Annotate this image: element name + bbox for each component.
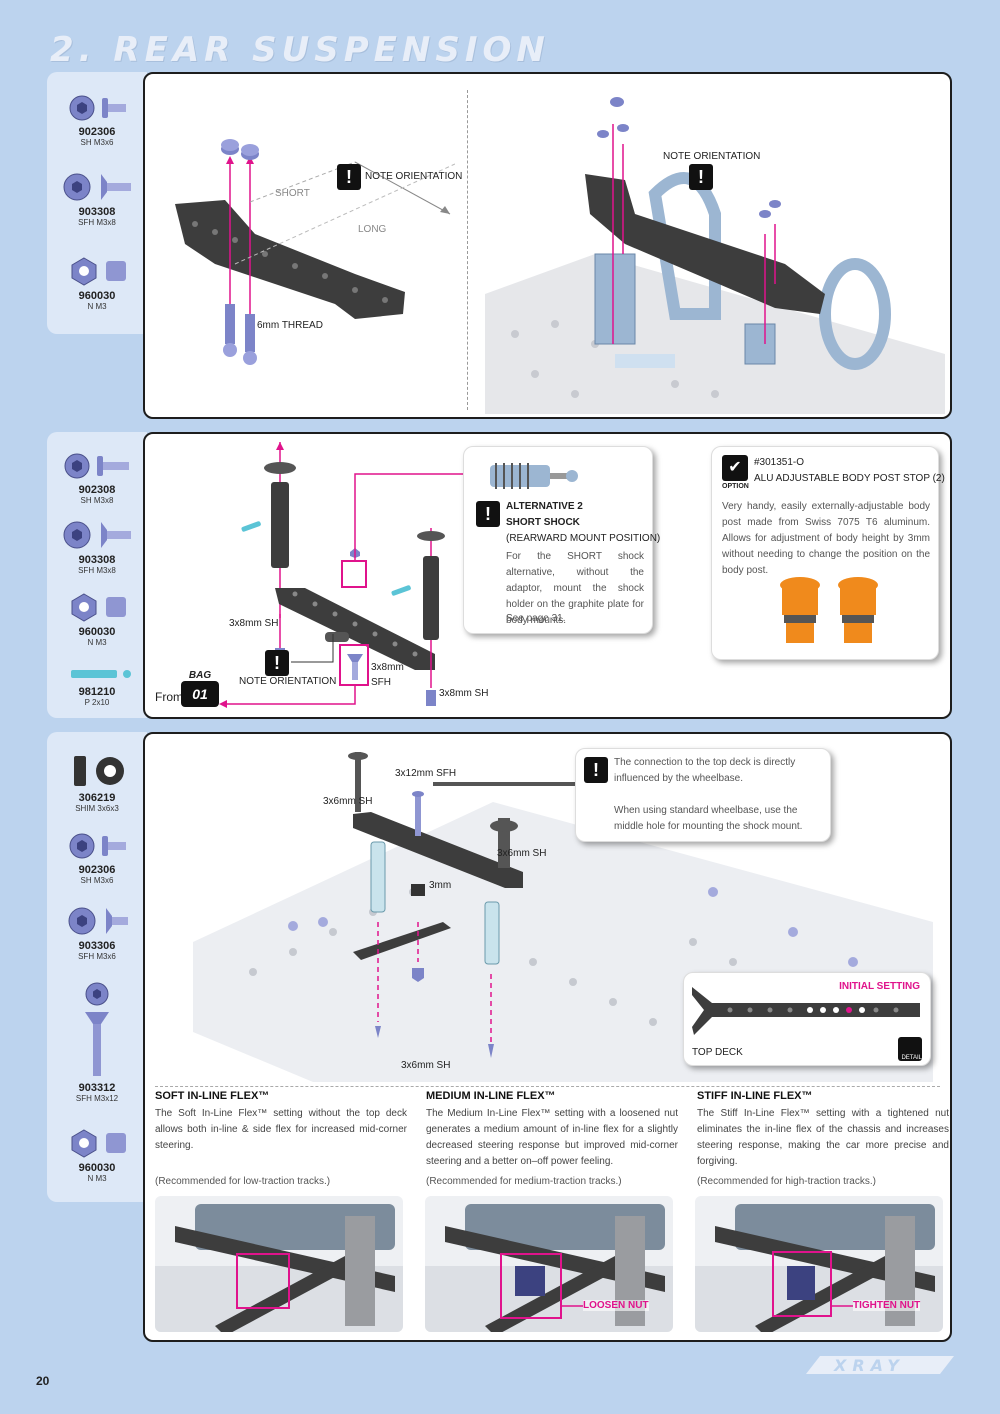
part-902306-c: 902306 SH M3x6	[47, 832, 147, 885]
nut-icon	[71, 593, 126, 622]
body-post-stop-illustration	[780, 577, 878, 643]
pin-icon	[71, 670, 131, 678]
svg-text:XRAY: XRAY	[833, 1356, 905, 1375]
detail-label: DETAIL	[901, 1055, 922, 1061]
part-960030-c: 960030 N M3	[47, 1128, 147, 1183]
alt-text: For the SHORT shock alternative, without…	[506, 551, 644, 626]
warning-icon-right: !	[689, 164, 713, 190]
parts-column-2: 902308 SH M3x8 903308 SFH M3x8 960030 N …	[47, 432, 147, 718]
alt-title-1: ALTERNATIVE 2	[506, 501, 583, 512]
warning-icon: !	[337, 164, 361, 190]
part-902308: 902308 SH M3x8	[47, 452, 147, 505]
panel-step-1: ! NOTE ORIENTATION SHORT LONG 6mm THREAD…	[143, 72, 952, 419]
xray-logo: XRAY	[800, 1352, 960, 1378]
nut-highlight-box	[341, 560, 367, 588]
thumbs-up-icon: ✔	[722, 455, 748, 481]
part-981210: 981210 P 2x10	[47, 666, 147, 707]
short-label: SHORT	[275, 188, 310, 199]
warning-icon: !	[265, 650, 289, 676]
alt-see-page: See page 31.	[506, 613, 566, 624]
sfh-long-screw-icon	[85, 982, 109, 1076]
sfh-screw-icon	[63, 173, 131, 201]
top-deck-callout: INITIAL SETTING TOP DECK DETAIL	[683, 972, 931, 1066]
parts-column-3: 306219 SHIM 3x6x3 902306 SH M3x6 903306 …	[47, 732, 147, 1202]
flex-stiff-photo: TIGHTEN NUT	[695, 1196, 943, 1332]
warning-icon: !	[584, 757, 608, 783]
panel-divider	[467, 90, 468, 410]
page-number: 20	[36, 1374, 50, 1388]
alternative-callout: ! ALTERNATIVE 2 SHORT SHOCK (REARWARD MO…	[463, 446, 660, 634]
part-960030: 960030 N M3	[47, 256, 147, 311]
shock-tower-plate-illustration	[175, 139, 455, 365]
part-903308-b: 903308 SFH M3x8	[47, 520, 147, 575]
part-903306: 903306 SFH M3x6	[47, 906, 147, 961]
sfh-screw-icon	[63, 521, 131, 549]
long-label: LONG	[358, 224, 387, 235]
tighten-nut-label: TIGHTEN NUT	[853, 1300, 921, 1311]
warning-icon: !	[476, 501, 500, 527]
flex-stiff: STIFF IN-LINE FLEX™ The Stiff In-Line Fl…	[697, 1090, 949, 1187]
sfh12-label: 3x12mm SFH	[395, 768, 457, 779]
section-divider	[155, 1086, 940, 1087]
nut-icon	[71, 257, 126, 286]
thread-label: 6mm THREAD	[257, 320, 323, 331]
flex-soft-photo	[155, 1196, 403, 1332]
detail-icon	[898, 1037, 922, 1061]
sfh-screw-icon	[68, 907, 128, 935]
shim-3mm-label: 3mm	[429, 880, 452, 891]
top-deck-plate-illustration	[692, 987, 920, 1035]
callout-lines	[219, 473, 463, 708]
loosen-nut-label: LOOSEN NUT	[583, 1300, 649, 1311]
part-903312: 903312 SFH M3x12	[47, 982, 147, 1103]
flex-medium: MEDIUM IN-LINE FLEX™ The Medium In-Line …	[426, 1090, 678, 1187]
note-orientation-label: NOTE ORIENTATION	[365, 171, 463, 182]
chassis-assembly-illustration	[485, 97, 945, 414]
option-name: ALU ADJUSTABLE BODY POST STOP (2)	[754, 473, 945, 484]
part-306219: 306219 SHIM 3x6x3	[47, 754, 147, 813]
alt-title-2: SHORT SHOCK	[506, 517, 580, 528]
option-badge: OPTION	[722, 483, 749, 490]
option-text: Very handy, easily externally-adjustable…	[722, 501, 930, 576]
from-label: From	[155, 690, 183, 704]
note-line-1: The connection to the top deck is direct…	[614, 757, 796, 784]
panel-step-2: ! NOTE ORIENTATION 3x8mm SH 3x8mm SFH 3x…	[143, 432, 952, 719]
parts-column-1: 902306 SH M3x6 903308 SFH M3x8 960030 N …	[47, 72, 147, 334]
flex-medium-photo: LOOSEN NUT	[425, 1196, 673, 1332]
wheelbase-note-callout: ! The connection to the top deck is dire…	[575, 748, 831, 842]
sfh-label: 3x8mm	[371, 662, 404, 673]
alt-subtitle: (REARWARD MOUNT POSITION)	[506, 533, 661, 544]
note-line-2: When using standard wheelbase, use the m…	[614, 805, 803, 832]
shim-icon	[74, 756, 124, 786]
sh-label-bottom: 3x8mm SH	[439, 688, 489, 699]
sfh-screw-icon	[347, 654, 363, 680]
flex-soft: SOFT IN-LINE FLEX™ The Soft In-Line Flex…	[155, 1090, 407, 1187]
sh-label-bottom: 3x6mm SH	[401, 1060, 451, 1071]
sfh-label-2: SFH	[371, 677, 391, 688]
sh-label-left: 3x6mm SH	[323, 796, 373, 807]
bag-badge: BAG 01	[181, 670, 219, 712]
sh-label-right: 3x6mm SH	[497, 848, 547, 859]
shock-absorber-icon	[490, 463, 578, 489]
sfh-highlight-box	[339, 644, 369, 686]
option-code: #301351-O	[754, 457, 805, 468]
sh-screw-icon	[69, 833, 126, 859]
part-902306: 902306 SH M3x6	[47, 94, 147, 147]
sh-screw-icon	[69, 95, 126, 121]
note-orientation-label: NOTE ORIENTATION	[239, 676, 337, 687]
top-deck-label: TOP DECK	[692, 1047, 743, 1058]
option-callout: ✔ OPTION #301351-O ALU ADJUSTABLE BODY P…	[711, 446, 945, 660]
sh-label-left: 3x8mm SH	[229, 618, 279, 629]
nut-icon	[71, 1129, 126, 1158]
part-960030-b: 960030 N M3	[47, 592, 147, 647]
sh-screw-icon	[64, 453, 129, 479]
page-title: 2. REAR SUSPENSION	[50, 30, 550, 70]
note-orientation-label-right: NOTE ORIENTATION	[663, 151, 761, 162]
part-903308: 903308 SFH M3x8	[47, 172, 147, 227]
initial-setting-label: INITIAL SETTING	[839, 981, 920, 992]
